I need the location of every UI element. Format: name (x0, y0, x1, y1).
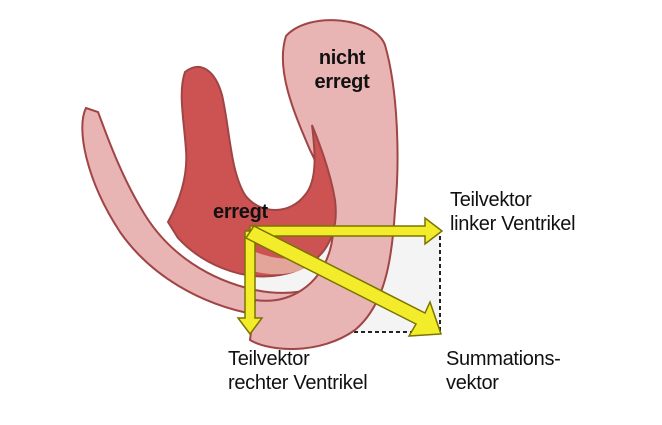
left-vector-line-1: Teilvektor (450, 189, 532, 211)
not-excited-line-1: nicht (318, 47, 366, 69)
right-ventricle-vector (236, 230, 264, 336)
right-vector-label: Teilvektor rechter Ventrikel (228, 347, 368, 395)
left-ventricle-vector (249, 216, 444, 246)
summation-vector-label: Summations- vektor (446, 347, 561, 395)
excited-label: erregt (213, 201, 268, 223)
summation-line-2: vektor (446, 372, 499, 394)
not-excited-line-2: erregt (314, 71, 370, 93)
excited-transition (250, 250, 305, 275)
excited-region (166, 66, 337, 278)
summation-vector (244, 225, 443, 337)
right-vector-line-1: Teilvektor (228, 348, 310, 370)
left-vector-label: Teilvektor linker Ventrikel (450, 188, 576, 236)
not-excited-label: nicht erregt (310, 46, 374, 94)
summation-line-1: Summations- (446, 348, 561, 370)
right-vector-line-2: rechter Ventrikel (228, 372, 368, 394)
left-vector-line-2: linker Ventrikel (450, 213, 576, 235)
